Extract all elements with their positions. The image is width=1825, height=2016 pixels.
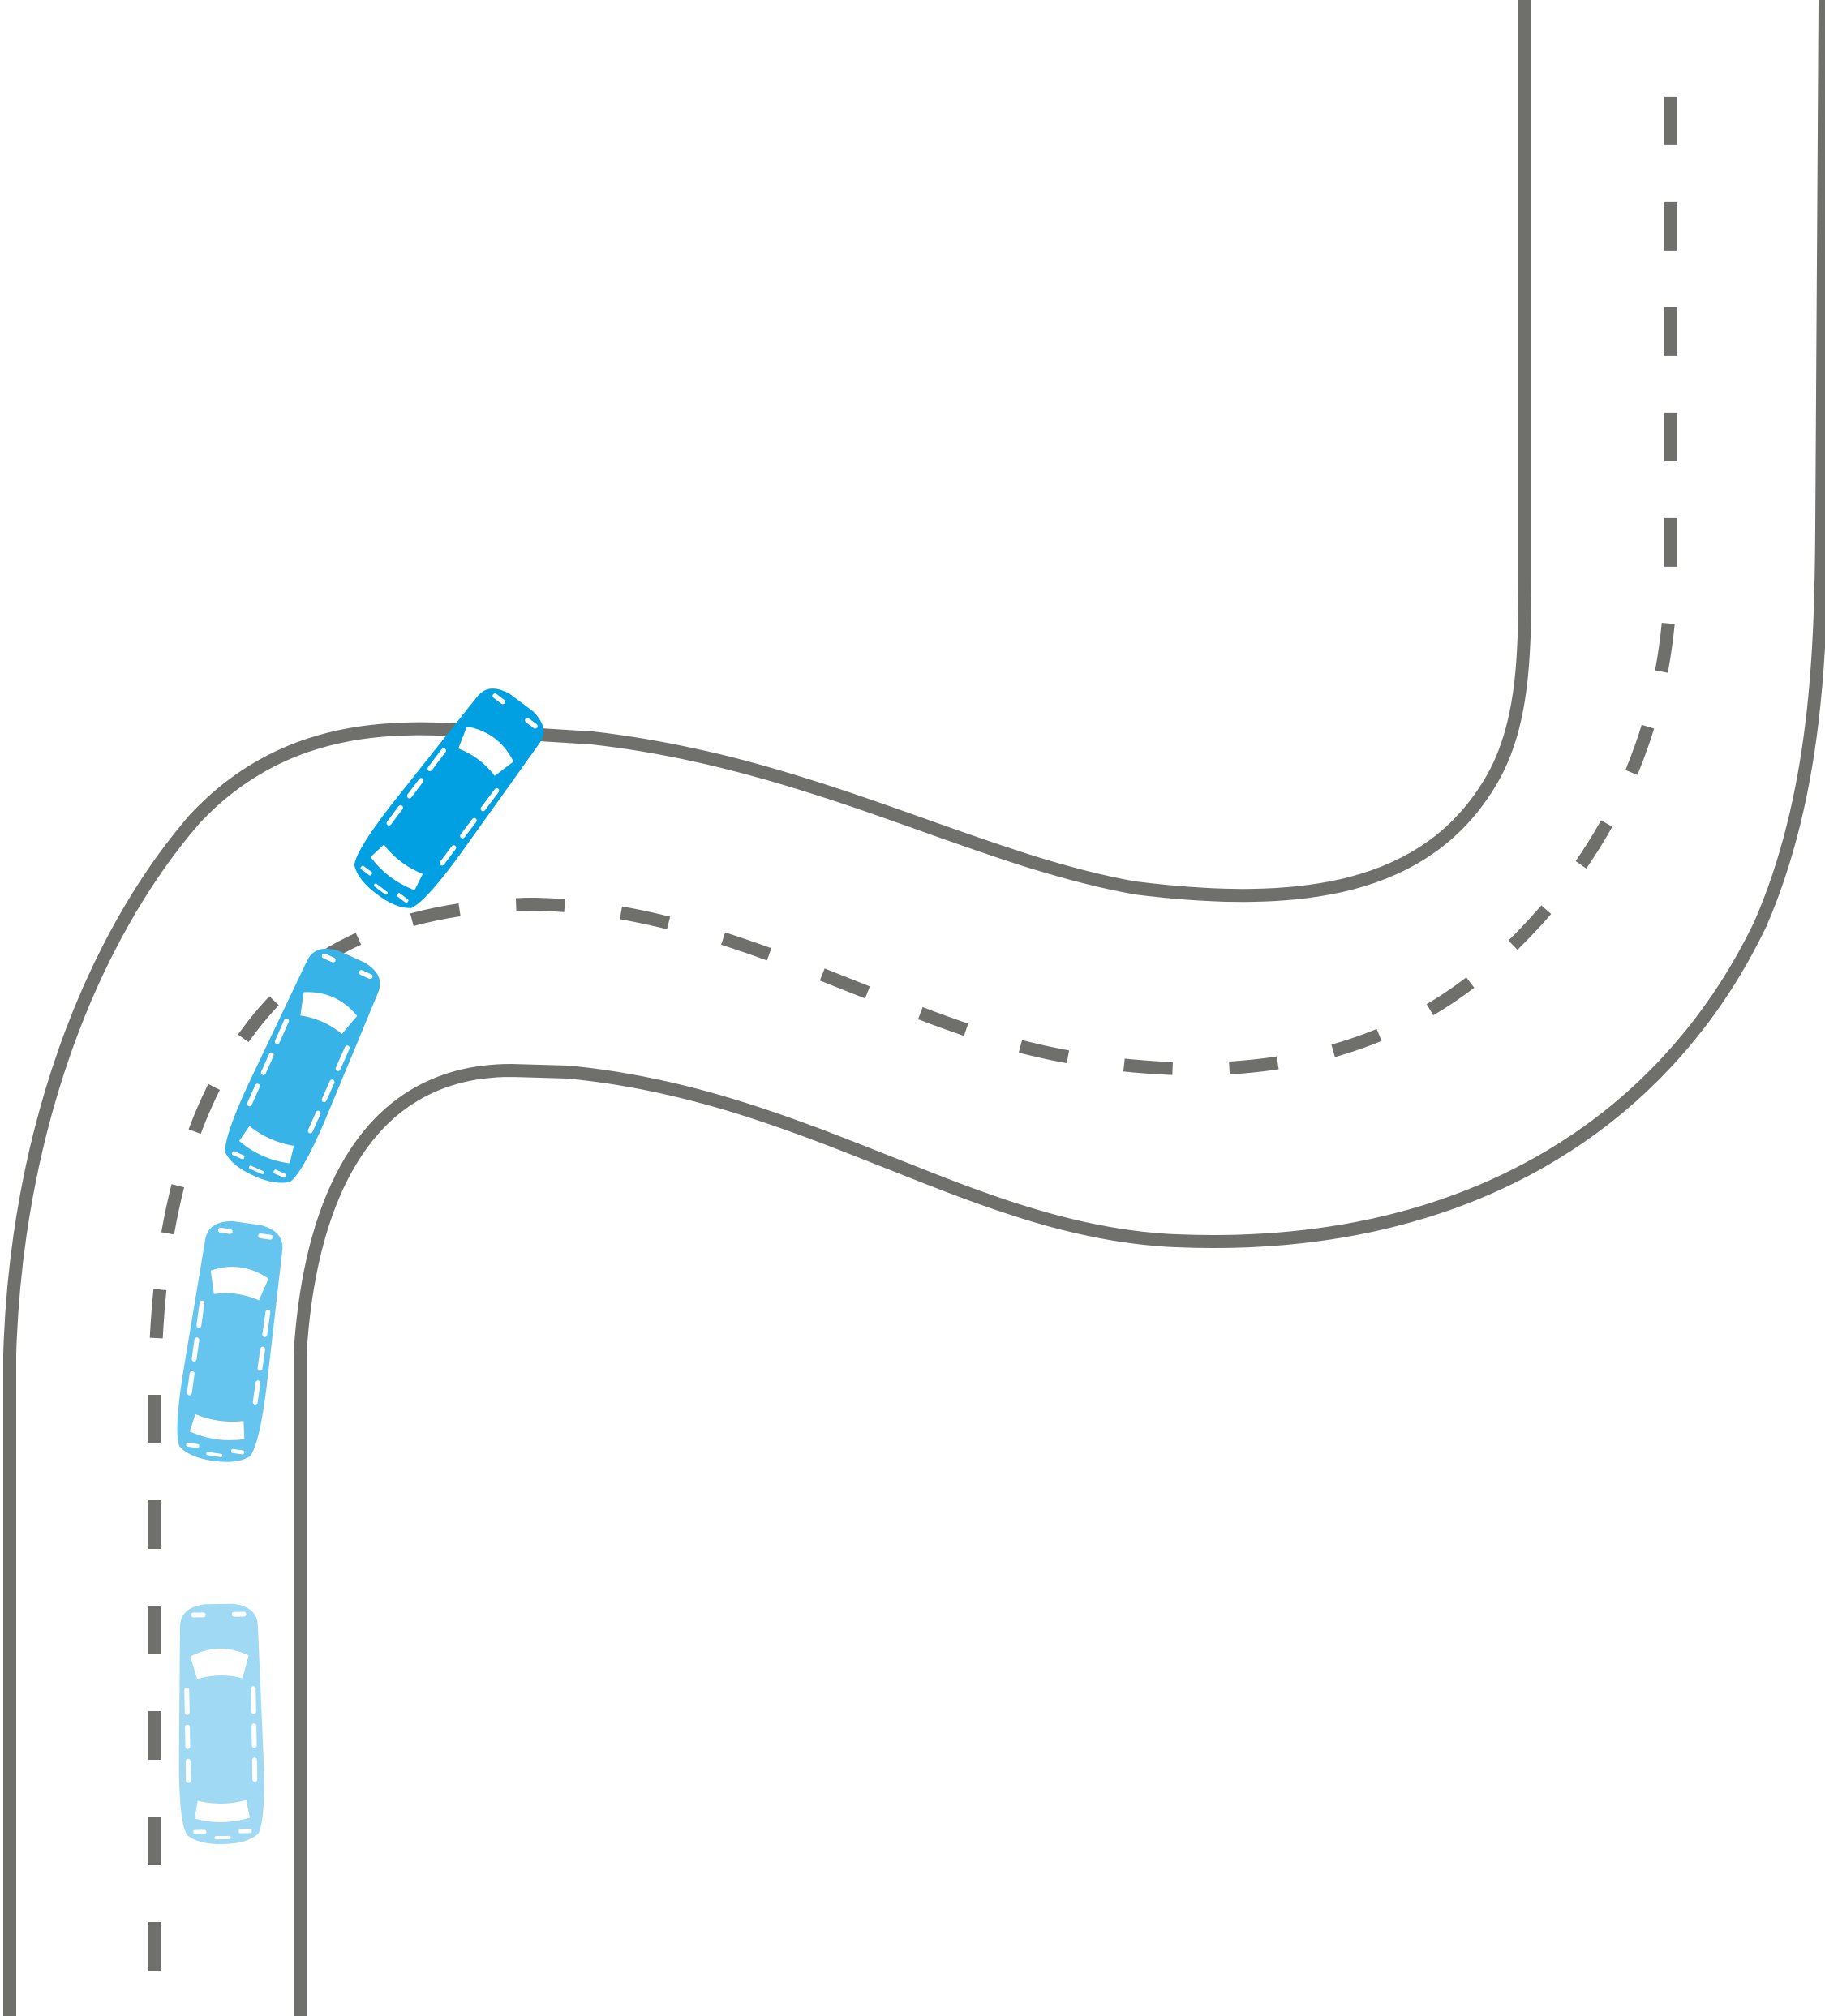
- road-left-edge: [3, 0, 1531, 2016]
- road: [3, 0, 1825, 2016]
- car-4: [342, 676, 556, 920]
- car-2: [171, 1217, 290, 1467]
- road-right-edge: [294, 0, 1825, 2016]
- car-3: [215, 939, 391, 1194]
- cars: [171, 676, 556, 1845]
- car-1: [176, 1603, 265, 1845]
- road-centerline: [148, 49, 1677, 1971]
